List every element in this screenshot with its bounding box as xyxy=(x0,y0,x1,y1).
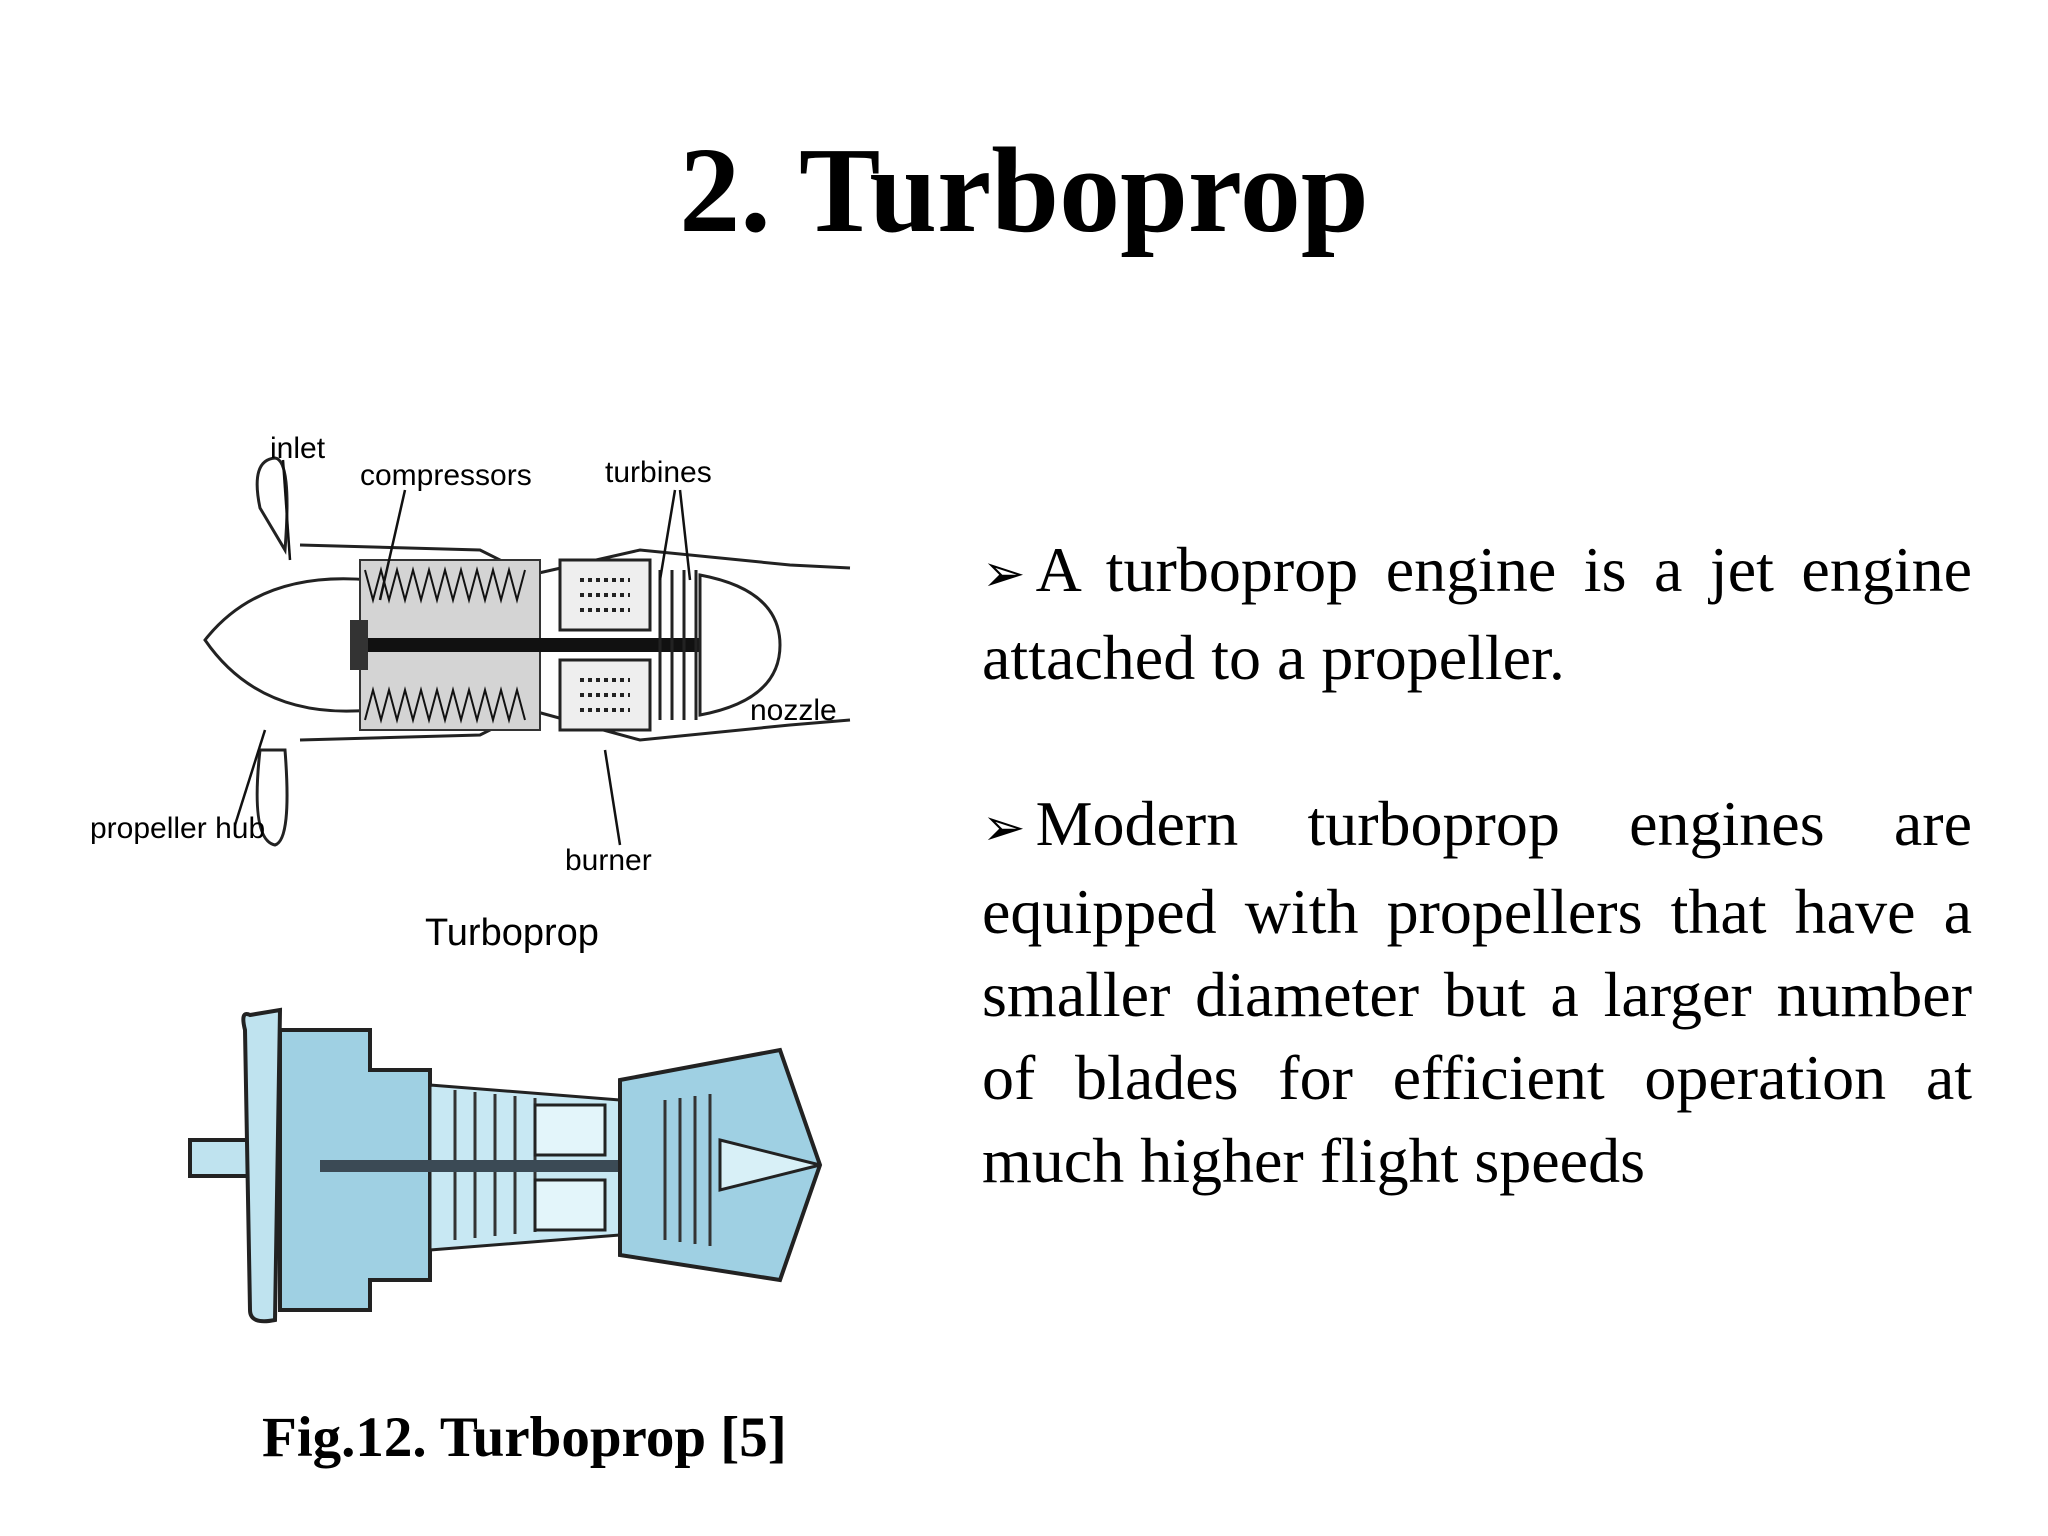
label-nozzle: nozzle xyxy=(750,694,837,727)
combustor-top xyxy=(533,1103,607,1157)
bullet-item: ➢A turboprop engine is a jet engine atta… xyxy=(982,528,1972,699)
bullet-list: ➢A turboprop engine is a jet engine atta… xyxy=(982,528,1972,1285)
label-compressors: compressors xyxy=(360,459,532,492)
label-diagram-title: Turboprop xyxy=(425,912,599,954)
slide-title: 2. Turboprop xyxy=(679,123,1369,258)
propeller-hub-shape xyxy=(203,577,372,713)
combustor-bottom xyxy=(533,1178,607,1232)
engine-shaft xyxy=(360,638,705,652)
front-casing xyxy=(241,1007,283,1324)
propeller-blade-bottom xyxy=(255,748,289,847)
turbine-stages xyxy=(658,570,698,720)
nozzle-cone xyxy=(698,573,782,717)
label-turbines: turbines xyxy=(605,456,712,489)
bullet-text: A turboprop engine is a jet engine attac… xyxy=(982,534,1972,693)
label-burner: burner xyxy=(565,844,652,877)
turboprop-cutaway-illustration xyxy=(188,1007,823,1324)
burner-chamber-top xyxy=(558,558,652,632)
label-propeller-hub: propeller hub xyxy=(90,812,265,845)
arrow-bullet-icon: ➢ xyxy=(982,798,1026,858)
label-inlet: inlet xyxy=(270,432,326,465)
propeller-shaft-stub xyxy=(188,1138,252,1178)
figure-caption: Fig.12. Turboprop [5] xyxy=(262,1406,787,1469)
arrow-bullet-icon: ➢ xyxy=(982,544,1026,604)
bullet-item: ➢Modern turboprop engines are equipped w… xyxy=(982,782,1972,1202)
bullet-text: Modern turboprop engines are equipped wi… xyxy=(982,788,1972,1196)
turboprop-schematic-diagram: inlet compressors turbines nozzle propel… xyxy=(90,432,851,954)
propeller-blade-top xyxy=(255,456,289,555)
exhaust-cone xyxy=(718,1138,821,1192)
